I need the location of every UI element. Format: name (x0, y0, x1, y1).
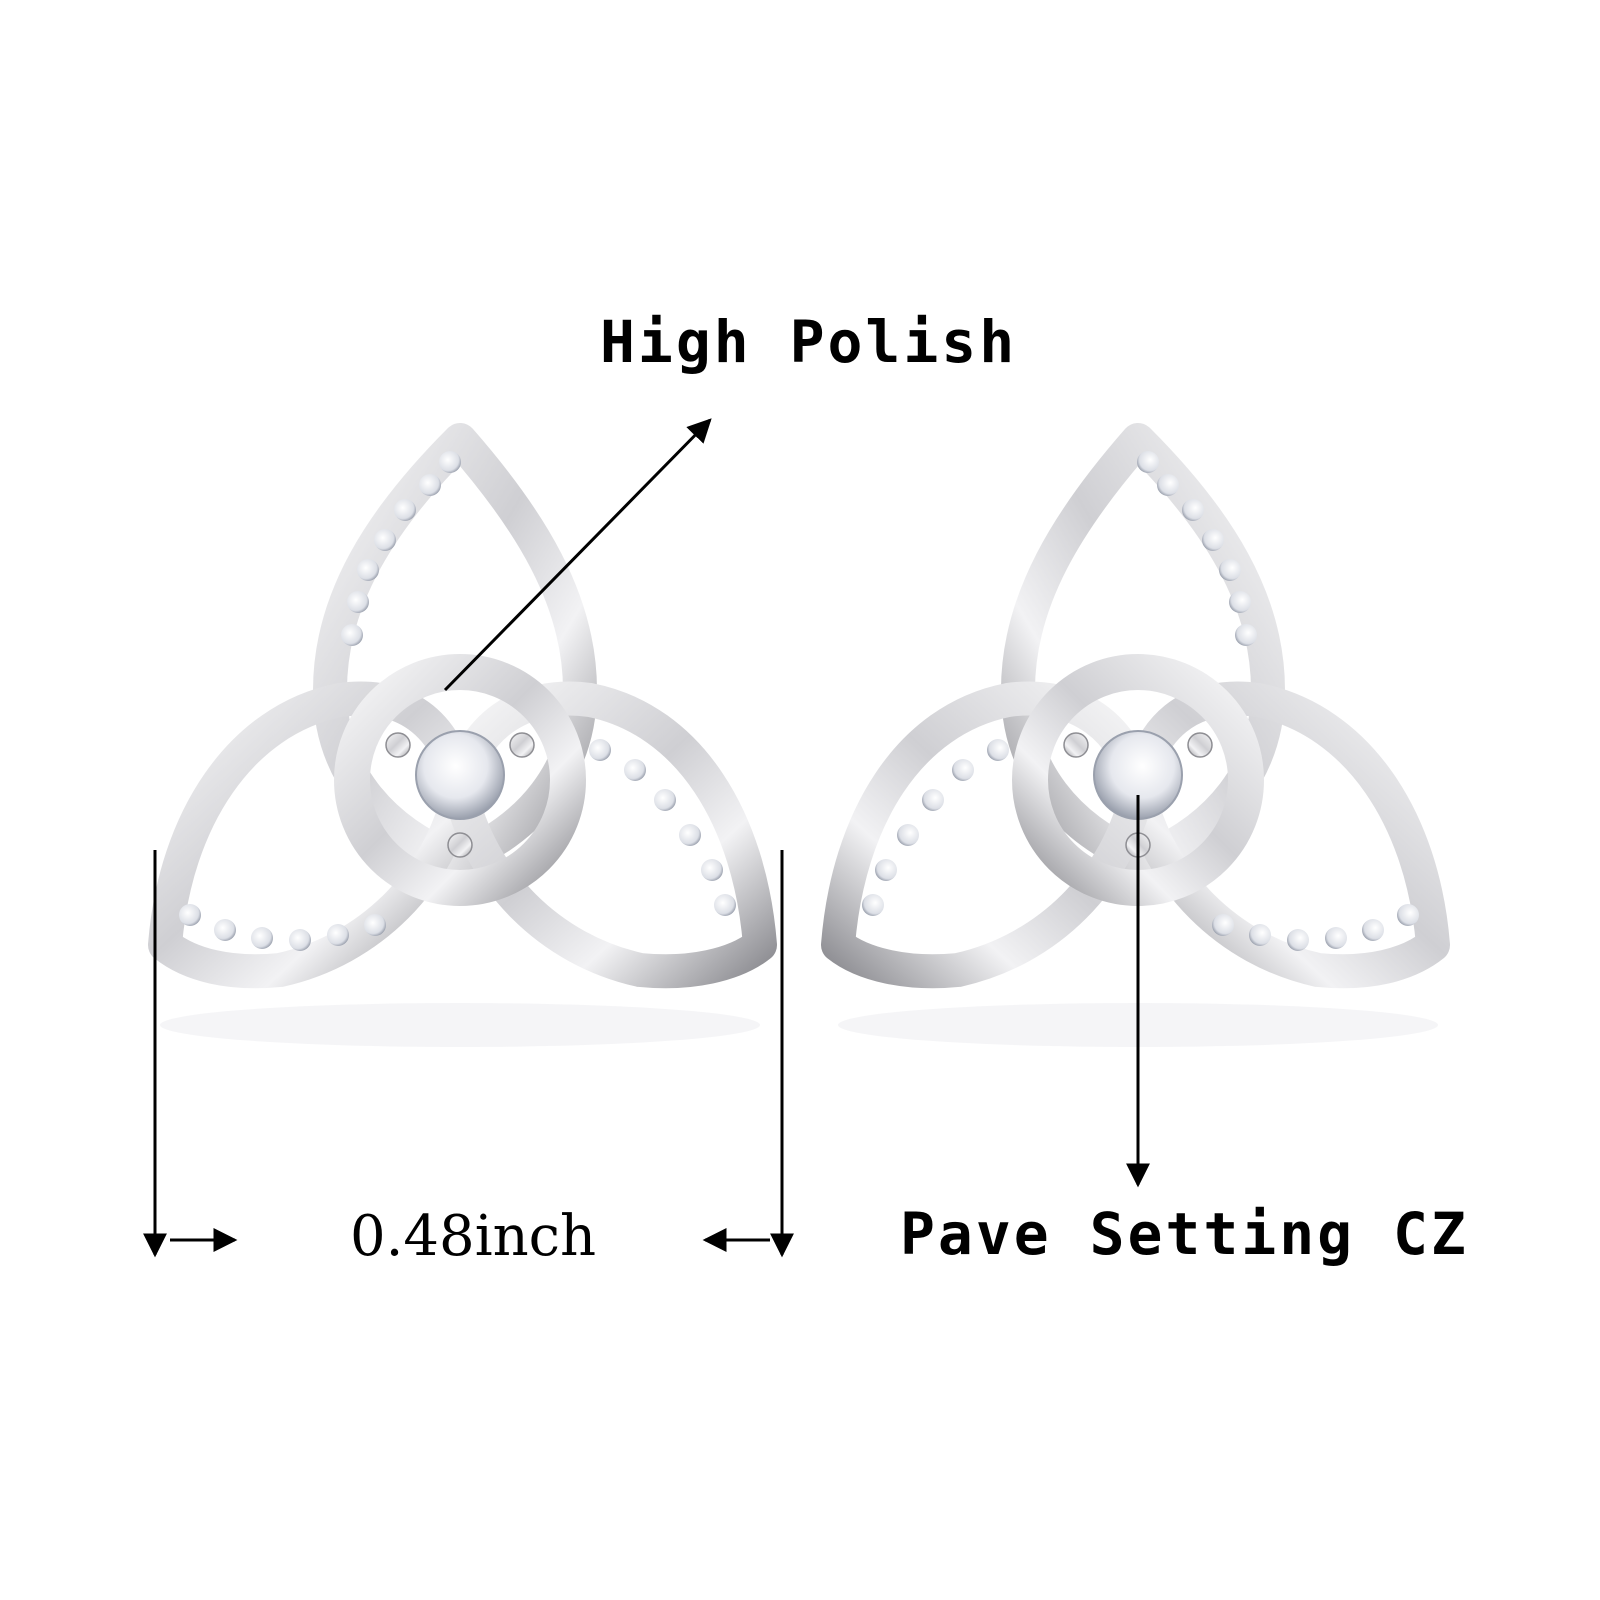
label-pave-setting: Pave Setting CZ (900, 1200, 1469, 1268)
pave-stones-left (179, 904, 386, 951)
annotations (143, 418, 1150, 1258)
prong (385, 732, 411, 758)
reflection (160, 1003, 760, 1047)
label-dimension: 0.48inch (350, 1204, 597, 1269)
earring-left (148, 423, 777, 1047)
pave-stones-top (341, 451, 461, 646)
high-polish-arrow (443, 418, 712, 692)
knot-center-ring (334, 654, 586, 906)
prong (509, 732, 535, 758)
label-high-polish: High Polish (600, 308, 1018, 376)
center-stone (415, 730, 505, 820)
pave-stones-right (589, 739, 736, 916)
prong (447, 832, 473, 858)
